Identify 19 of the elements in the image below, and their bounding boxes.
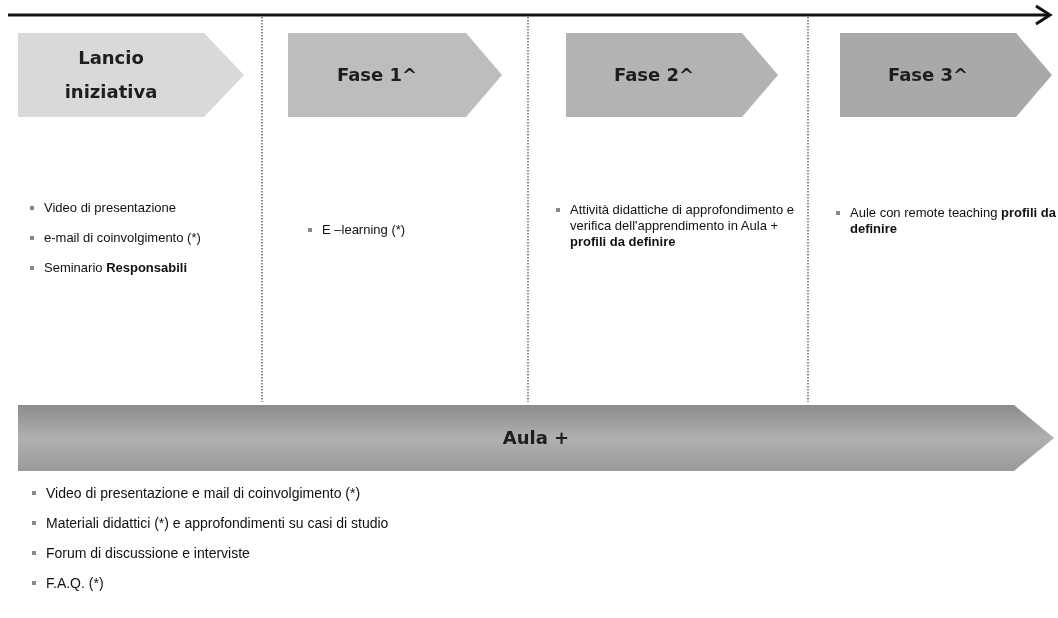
bullet-item: Seminario Responsabili: [28, 260, 269, 276]
band-label: Aula +: [501, 425, 571, 450]
phase-label: Fase 3^: [886, 62, 970, 87]
pentagon-arrow: [840, 33, 1052, 117]
bullet-item: F.A.Q. (*): [30, 575, 746, 591]
pentagon-arrow: [288, 33, 502, 117]
bullet-item: Attività didattiche di approfondimento e verifica dell'apprendimento in Aula + profili da definire: [554, 202, 810, 250]
bullet-item: E –learning (*): [306, 222, 412, 238]
bullet-item: Video di presentazione e mail di coinvolgimento (*): [30, 485, 746, 501]
pentagon-arrow: [566, 33, 778, 117]
bullet-item: Materiali didattici (*) e approfondimenti su casi di studio: [30, 515, 746, 531]
bullet-item: e-mail di coinvolgimento (*): [28, 230, 269, 246]
bullet-item: Forum di discussione e interviste: [30, 545, 746, 561]
bullet-item: Video di presentazione: [28, 200, 269, 216]
bullet-item: Aule con remote teaching profili da definire: [834, 205, 1058, 237]
phase-label: Lancio iniziativa: [63, 45, 159, 104]
phase-label: Fase 2^: [612, 62, 696, 87]
phase-label: Fase 1^: [335, 62, 419, 87]
pentagon-arrow: [18, 33, 244, 117]
